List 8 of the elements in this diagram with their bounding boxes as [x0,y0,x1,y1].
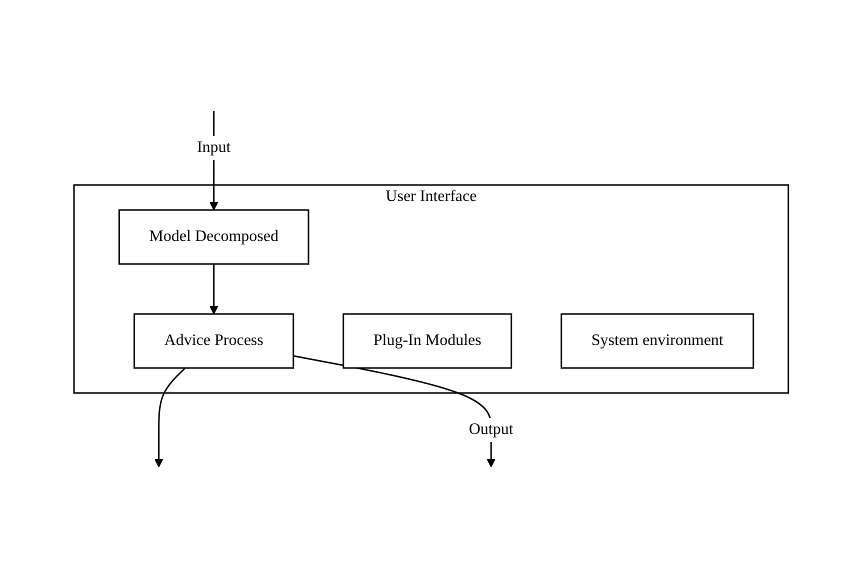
node-box: Advice Process [134,312,294,368]
arrow [154,366,186,467]
node-box: Model Decomposed [118,208,310,264]
arrow [210,264,219,314]
node-box: Plug-In Modules [342,312,512,368]
node-box: System environment [560,312,754,368]
edge-label: Input [197,138,232,156]
edge-label: Output [469,420,514,438]
